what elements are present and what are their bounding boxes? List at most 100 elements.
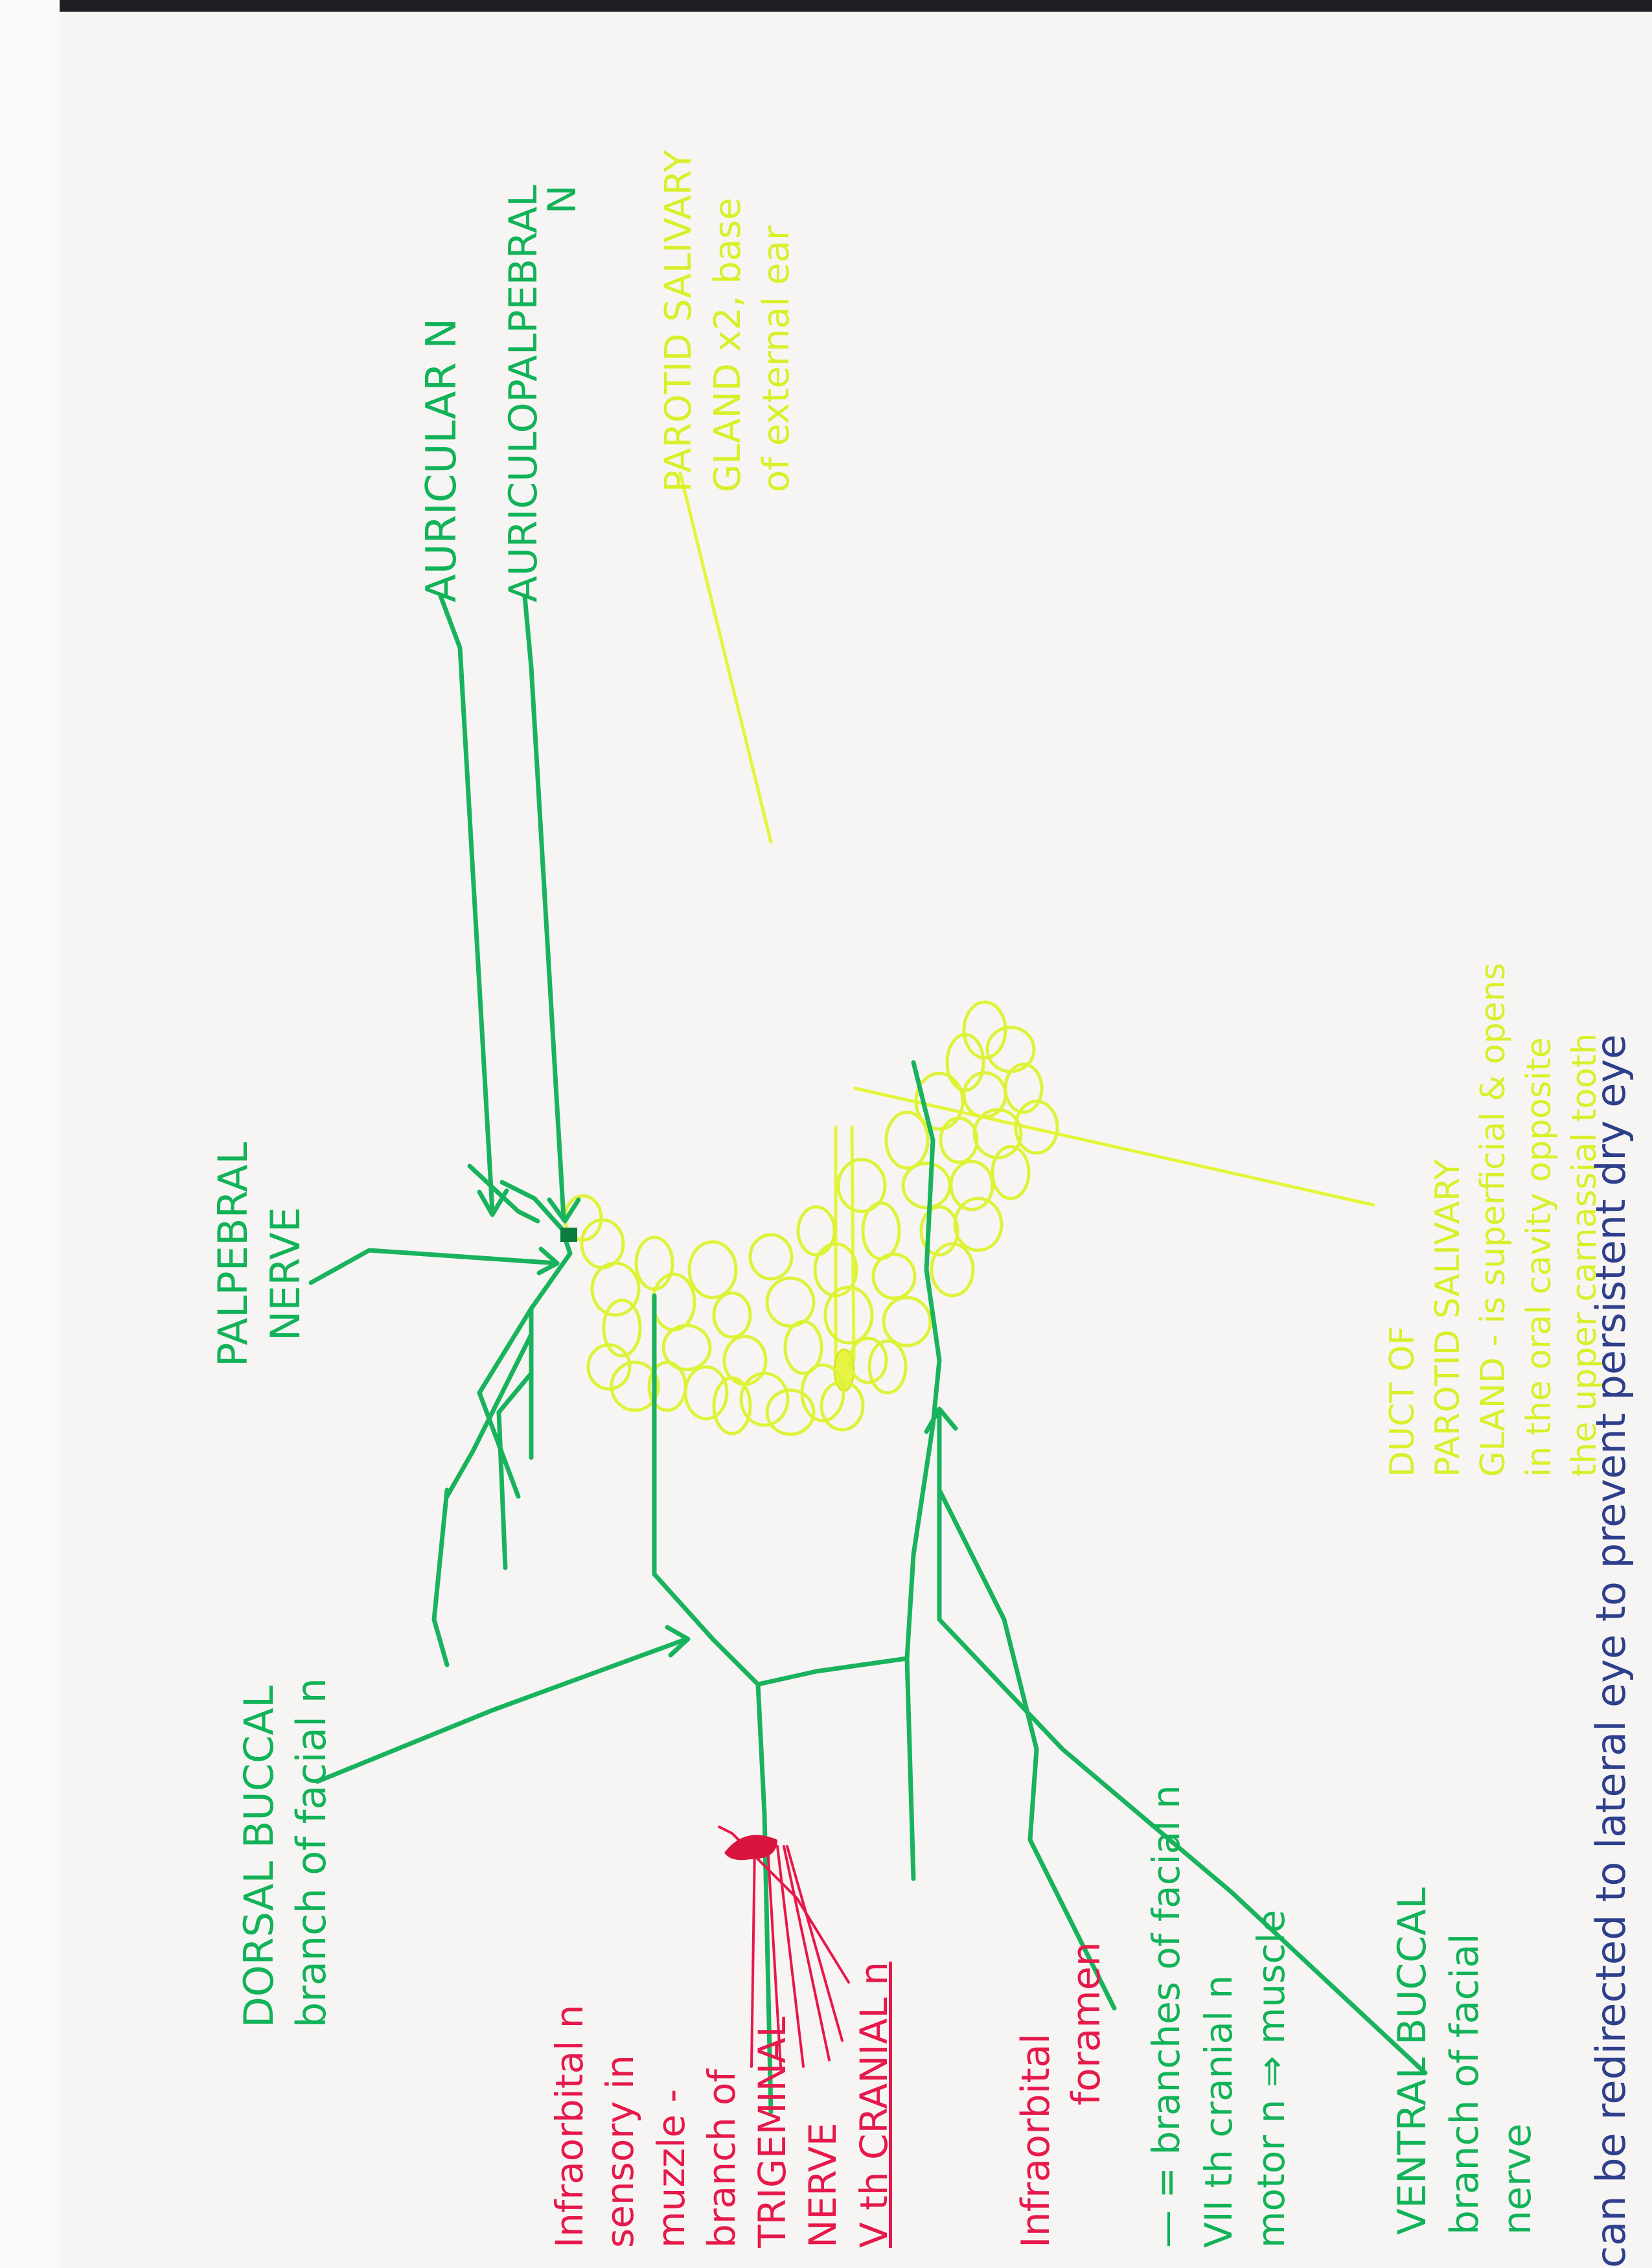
gland-lobule bbox=[939, 1116, 979, 1164]
bottom-note: can be redirected to lateral eye to prev… bbox=[1587, 1035, 1635, 2268]
parotid-gland-pointer-line bbox=[678, 471, 773, 844]
parotid-duct-label-line-1: DUCT OF bbox=[1383, 1325, 1422, 1477]
gland-lobule bbox=[687, 1240, 738, 1300]
dorsal-buccal-fork bbox=[755, 1656, 916, 1881]
auricular-nerve-label: AURICULAR N bbox=[418, 317, 466, 602]
infraorbital-nerve-label-line-4: branch of bbox=[699, 2069, 744, 2248]
parotid-gland-label: PAROTID SALIVARY GLAND x2, base of exter… bbox=[654, 150, 801, 492]
ventral-buccal-arrowhead bbox=[924, 1406, 958, 1434]
gland-lobule bbox=[748, 1233, 794, 1281]
infraorbital-foramen-label-line-2: foramen bbox=[1064, 1942, 1109, 2105]
infraorbital-foramen-label: Infraorbital foramen bbox=[1011, 1942, 1112, 2248]
palpebral-branch-e bbox=[431, 1487, 450, 1667]
parotid-gland-label-line-2: GLAND x2, base bbox=[706, 198, 749, 492]
ventral-buccal-label-line-1: VENTRAL BUCCAL bbox=[1390, 1887, 1435, 2235]
gland-lobule bbox=[1014, 1099, 1059, 1155]
ventral-buccal-pointer bbox=[937, 1410, 1428, 2076]
parotid-duct-line-2 bbox=[850, 1125, 856, 1362]
gland-lobule bbox=[580, 1218, 625, 1270]
gland-lobule bbox=[765, 1276, 816, 1328]
parotid-duct-label: DUCT OF PAROTID SALIVARY GLAND - is supe… bbox=[1380, 963, 1607, 1477]
infraorbital-foramen-pointer bbox=[718, 1826, 850, 1984]
auricular-nerve-line bbox=[438, 593, 495, 1214]
infraorbital-nerve-label-line-5: TRIGEMINAL bbox=[750, 2017, 795, 2248]
parotid-gland-label-line-1: PAROTID SALIVARY bbox=[658, 150, 700, 492]
dorsal-buccal-branch bbox=[652, 1293, 774, 2114]
auriculopalpebral-nerve-label: AURICULOPALPEBRAL N bbox=[501, 185, 585, 602]
ventral-buccal-label-line-3: nerve bbox=[1495, 2123, 1540, 2235]
gland-lobule bbox=[919, 1205, 959, 1257]
facial-branches-note: — = branches of facial n VII th cranial … bbox=[1140, 1785, 1298, 2248]
bottom-note-text: can be redirected to lateral eye to prev… bbox=[1587, 1034, 1635, 2268]
paper-left-margin bbox=[0, 0, 60, 2268]
palpebral-branch-c bbox=[477, 1306, 534, 1499]
infraorbital-nerve-label-line-2: sensory in bbox=[598, 2055, 643, 2248]
infraorbital-nerve-label-line-7: V th CRANIAL n bbox=[851, 1962, 896, 2248]
gland-lobule bbox=[836, 1158, 887, 1213]
parotid-duct-label-line-3: GLAND - is superficial & opens bbox=[1474, 963, 1513, 1477]
palpebral-nerve-label-line-1: PALPEBRAL bbox=[209, 1142, 257, 1367]
facial-branch-lower-left bbox=[444, 1332, 534, 1499]
infraorbital-nerve-label-line-6: NERVE bbox=[801, 2122, 845, 2248]
auriculopalpebral-nerve-arrowhead bbox=[547, 1197, 581, 1224]
parotid-duct-label-line-2: PAROTID SALIVARY bbox=[1428, 1159, 1468, 1477]
dorsal-buccal-pointer bbox=[315, 1636, 689, 1784]
infraorbital-nerve-label-line-1: Infraorbital n bbox=[547, 2004, 591, 2248]
gland-lobule bbox=[972, 1108, 1023, 1160]
gland-lobule bbox=[765, 1388, 816, 1436]
palpebral-branch-d bbox=[496, 1371, 534, 1570]
ventral-buccal-label-line-2: branch of facial bbox=[1442, 1933, 1487, 2235]
gland-lobule bbox=[823, 1285, 874, 1345]
gland-lobule bbox=[712, 1291, 752, 1339]
gland-lobule bbox=[651, 1272, 696, 1332]
infraorbital-fiber-1 bbox=[750, 1845, 756, 2068]
gland-lobule bbox=[882, 1296, 932, 1347]
gland-lobule bbox=[610, 1360, 660, 1412]
auricular-nerve-label-line-1: AURICULAR N bbox=[418, 317, 466, 602]
facial-nerve-node bbox=[560, 1228, 577, 1242]
dorsal-buccal-arrowhead bbox=[665, 1625, 691, 1658]
scan-top-edge bbox=[0, 0, 1652, 12]
gland-lobule bbox=[901, 1162, 952, 1209]
gland-lobule bbox=[867, 1339, 908, 1395]
infraorbital-nerve-label-line-3: muzzle - bbox=[648, 2089, 693, 2248]
infraorbital-foramen-label-line-1: Infraorbital bbox=[1013, 2033, 1059, 2248]
palpebral-nerve-label-line-2: NERVE bbox=[261, 1207, 309, 1341]
ventral-branch-lower bbox=[937, 1487, 1117, 2011]
gland-lobule bbox=[949, 1160, 994, 1211]
palpebral-nerve-label: PALPEBRAL NERVE bbox=[207, 1142, 312, 1367]
gland-lobule bbox=[914, 1071, 965, 1131]
gland-lobule bbox=[1004, 1062, 1044, 1114]
parotid-gland bbox=[563, 1000, 1059, 1436]
infraorbital-fiber-5 bbox=[786, 1845, 843, 2042]
gland-lobule bbox=[586, 1343, 632, 1391]
auriculopalpebral-nerve-line bbox=[522, 593, 566, 1220]
auriculopalpebral-line-1: AURICULOPALPEBRAL bbox=[501, 185, 546, 602]
auriculopalpebral-line-2: N bbox=[540, 185, 585, 214]
parotid-duct-pointer-line bbox=[853, 1086, 1375, 1207]
parotid-gland-label-line-3: of external ear bbox=[755, 225, 798, 492]
dorsal-buccal-label: DORSAL BUCCAL branch of facial n bbox=[233, 1678, 338, 2028]
facial-nerve-trunk bbox=[529, 1251, 573, 1460]
infraorbital-fiber-2 bbox=[766, 1845, 782, 2068]
ventral-buccal-branch bbox=[904, 1060, 942, 1661]
gland-lobule bbox=[590, 1261, 641, 1317]
gland-lobule bbox=[930, 1242, 975, 1298]
gland-lobule bbox=[871, 1252, 917, 1300]
gland-lobule bbox=[661, 1323, 712, 1371]
palpebral-branch-a bbox=[499, 1180, 566, 1233]
gland-lobule bbox=[602, 1298, 642, 1358]
gland-lobule bbox=[783, 1320, 823, 1375]
gland-lobule bbox=[884, 1110, 930, 1170]
dorsal-buccal-label-line-1: DORSAL BUCCAL bbox=[235, 1685, 282, 2028]
infraorbital-fiber-3 bbox=[776, 1845, 805, 2068]
facial-branches-note-line-3: motor n ⇒ muscle bbox=[1249, 1910, 1294, 2248]
gland-lobule bbox=[848, 1336, 888, 1384]
facial-branches-note-line-2: VII th cranial n bbox=[1197, 1975, 1241, 2248]
gland-lobule bbox=[861, 1201, 901, 1261]
infraorbital-nerve-label: Infraorbital n sensory in muzzle - branc… bbox=[544, 1962, 899, 2248]
gland-lobule bbox=[712, 1376, 752, 1436]
gland-lobule bbox=[683, 1365, 729, 1421]
